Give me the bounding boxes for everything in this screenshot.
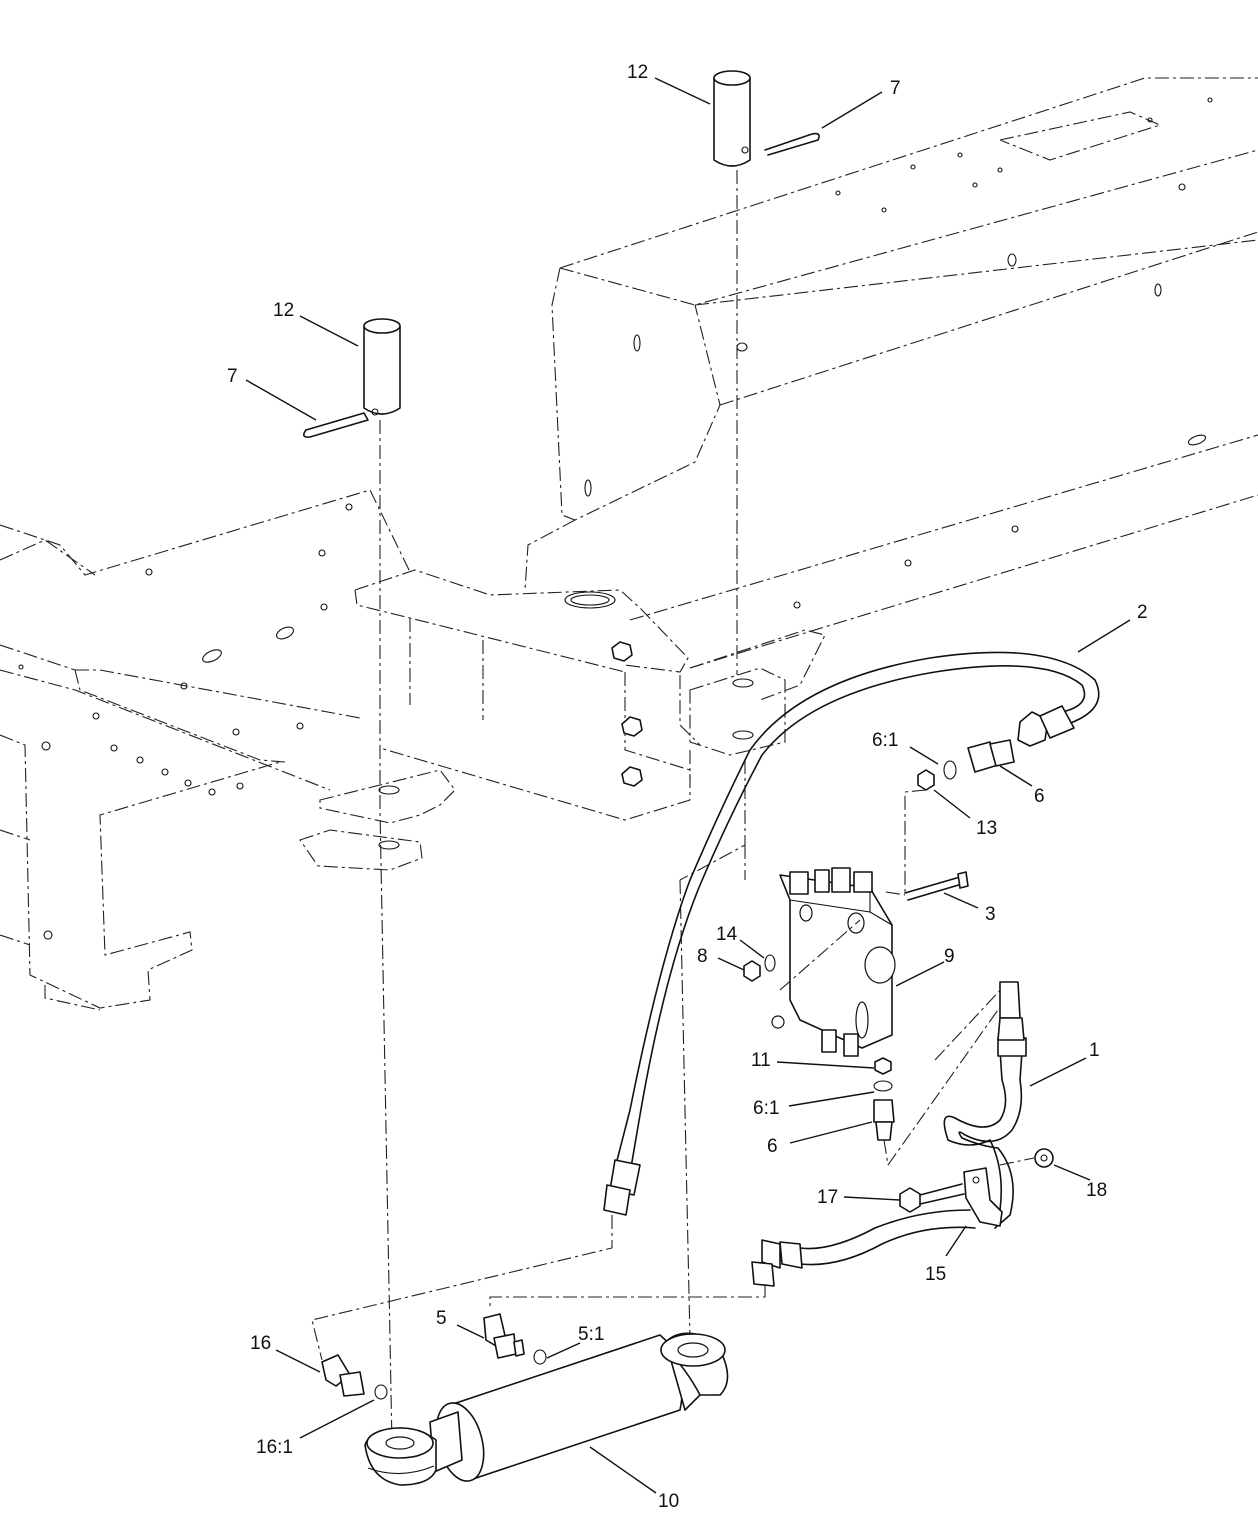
callout-5: 5: [436, 1308, 447, 1329]
callout-6-1-top: 6:1: [872, 730, 898, 751]
callout-16-1: 16:1: [256, 1437, 293, 1458]
hydraulic-cylinder-10[interactable]: [364, 1332, 729, 1486]
callout-1: 1: [1089, 1040, 1100, 1061]
callout-9: 9: [944, 946, 955, 967]
callout-15: 15: [925, 1264, 946, 1285]
bolt-3[interactable]: [904, 871, 969, 901]
left-frame-phantom: [0, 489, 411, 1011]
nut-8[interactable]: [743, 960, 761, 982]
callout-6-top: 6: [1034, 786, 1045, 807]
callout-7-left: 7: [227, 366, 238, 387]
callout-14: 14: [716, 924, 738, 945]
o-ring-5-1[interactable]: [533, 1349, 547, 1365]
clevis-pin-right[interactable]: [713, 70, 751, 167]
control-valve-9[interactable]: [771, 867, 906, 1057]
hydraulic-hose-2[interactable]: [603, 651, 1100, 1216]
o-ring-6-1-top[interactable]: [943, 760, 957, 780]
callout-2: 2: [1137, 602, 1148, 623]
main-frame-phantom: [524, 77, 1258, 701]
callout-6-bottom: 6: [767, 1136, 778, 1157]
callout-17: 17: [817, 1187, 838, 1208]
callout-8: 8: [697, 946, 708, 967]
straight-fitting-6-bottom[interactable]: [873, 1099, 895, 1141]
elbow-fitting-5[interactable]: [483, 1313, 525, 1359]
o-ring-6-1-bottom[interactable]: [873, 1080, 893, 1092]
callout-16: 16: [250, 1333, 271, 1354]
hydraulic-tube-1[interactable]: [943, 981, 1027, 1229]
straight-fitting-6-top[interactable]: [967, 739, 1015, 773]
pin-axis-left: [379, 420, 393, 1446]
callout-7-right: 7: [890, 78, 901, 99]
center-bracket-phantom: [299, 569, 786, 881]
callout-13: 13: [976, 818, 997, 839]
o-ring-16-1[interactable]: [374, 1384, 388, 1400]
callout-3: 3: [985, 904, 996, 925]
callout-18: 18: [1086, 1180, 1107, 1201]
cotter-pin-left[interactable]: [302, 412, 369, 438]
cotter-pin-right[interactable]: [764, 132, 820, 156]
callout-10: 10: [658, 1491, 679, 1512]
bolt-17[interactable]: [899, 1183, 965, 1213]
elbow-fitting-16[interactable]: [321, 1354, 365, 1397]
hydraulic-hose-15[interactable]: [751, 1209, 976, 1287]
callout-6-1-bottom: 6:1: [753, 1098, 779, 1119]
clevis-pin-left[interactable]: [363, 318, 401, 416]
jam-nut-13[interactable]: [917, 769, 935, 791]
flange-nut-18[interactable]: [1034, 1148, 1054, 1168]
adapter-11[interactable]: [874, 1057, 892, 1075]
callout-labels: 12 7 12 7 2 6:1 6 13 3 14 8 9 1 11 6:1 6…: [227, 62, 1148, 1512]
leader-lines: [245, 77, 1131, 1494]
callout-5-1: 5:1: [578, 1324, 604, 1345]
callout-11: 11: [751, 1050, 771, 1071]
hose-clamp-15[interactable]: [963, 1167, 1003, 1227]
callout-12-left: 12: [273, 300, 294, 321]
callout-12-right: 12: [627, 62, 648, 83]
washer-14[interactable]: [764, 954, 776, 972]
